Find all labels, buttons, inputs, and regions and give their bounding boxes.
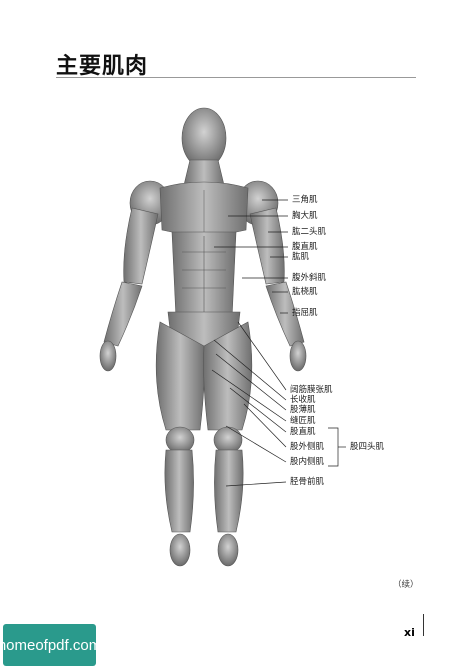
label-vastus-medialis: 股内侧肌 — [290, 457, 325, 467]
page-number-divider — [423, 614, 424, 636]
label-tensor-fasciae-latae: 阔筋膜张肌 — [290, 385, 333, 395]
title-divider — [56, 77, 416, 78]
label-brachialis: 肱肌 — [292, 252, 310, 262]
label-vastus-lateralis: 股外侧肌 — [290, 442, 325, 452]
page-number: xi — [404, 626, 415, 639]
label-gracilis: 股薄肌 — [290, 405, 316, 415]
label-rectus-femoris: 股直肌 — [290, 427, 316, 437]
continued-note: （续） — [393, 580, 419, 590]
label-quadriceps: 股四头肌 — [350, 442, 385, 452]
label-external-oblique: 腹外斜肌 — [292, 273, 327, 283]
label-sartorius: 缝匠肌 — [290, 416, 316, 426]
label-adductor-longus: 长收肌 — [290, 395, 316, 405]
page-title: 主要肌肉 — [56, 54, 149, 79]
label-biceps: 肱二头肌 — [292, 227, 327, 237]
label-pectoralis-major: 胸大肌 — [292, 211, 318, 221]
label-deltoid: 三角肌 — [292, 195, 318, 205]
label-brachioradialis: 肱桡肌 — [292, 287, 318, 297]
label-tibialis-anterior: 胫骨前肌 — [290, 477, 325, 487]
watermark-badge[interactable]: homeofpdf.com — [0, 624, 101, 666]
label-finger-flexors: 指屈肌 — [292, 308, 318, 318]
label-rectus-abdominis: 腹直肌 — [292, 242, 318, 252]
